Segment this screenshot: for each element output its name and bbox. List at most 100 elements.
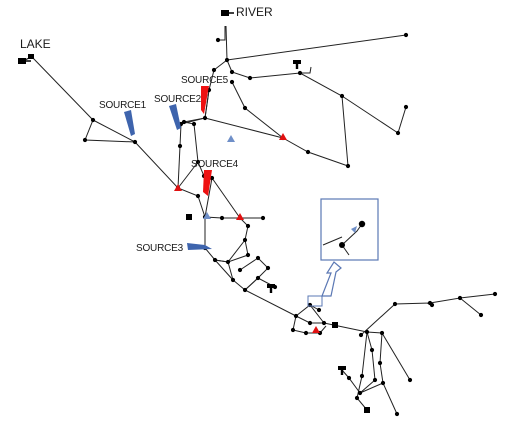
pipe-1 <box>31 56 263 219</box>
junction-node-72 <box>478 312 484 318</box>
junction-node-47 <box>293 313 299 319</box>
source2-marker-icon <box>169 104 181 130</box>
junction-node-23 <box>242 105 248 111</box>
junction-node-68 <box>358 332 364 338</box>
pipe-30 <box>360 297 482 336</box>
tank-icon-mid-stem <box>269 288 273 293</box>
junction-node-18 <box>297 70 303 76</box>
pump-icon-3 <box>364 407 370 413</box>
junction-node-28 <box>177 143 183 149</box>
inset-frame <box>320 198 379 261</box>
special-symbols-layer <box>18 10 370 413</box>
reservoir-icon-river-body <box>221 10 229 16</box>
junction-node-1 <box>90 117 96 123</box>
junction-node-26 <box>345 163 351 169</box>
junction-node-66 <box>354 395 360 401</box>
junction-node-50 <box>290 327 296 333</box>
junction-node-41 <box>242 287 248 293</box>
valve-triangle-icon-6 <box>203 212 211 219</box>
junction-node-60 <box>357 390 363 396</box>
pipe-6 <box>226 34 407 61</box>
tank-icon-south-stem <box>340 370 344 375</box>
pipe-29 <box>356 331 368 411</box>
tank-icon-mid <box>267 284 275 293</box>
pipe-27 <box>379 332 384 384</box>
junction-node-15 <box>403 32 409 38</box>
valve-triangle-icon-2 <box>236 213 244 220</box>
pipe-31 <box>459 293 496 299</box>
junction-node-46 <box>265 265 271 271</box>
junction-node-45 <box>255 255 261 261</box>
junction-node-14 <box>202 115 208 121</box>
junction-node-35 <box>212 257 218 263</box>
junction-node-42 <box>255 275 261 281</box>
junction-node-38 <box>242 237 248 243</box>
pipe-12 <box>204 117 284 139</box>
junction-node-65 <box>359 373 365 379</box>
tank-icon-north-stem <box>295 64 299 69</box>
inset-pipe-1 <box>322 236 343 246</box>
inset-valve-icon <box>351 226 357 233</box>
source2-label: SOURCE2 <box>154 94 202 105</box>
junction-node-10 <box>215 37 221 43</box>
source5-marker-icon <box>201 86 209 114</box>
valve-triangle-icon-1 <box>174 184 182 191</box>
pump-icon-2 <box>332 322 338 328</box>
junction-node-63 <box>377 360 383 366</box>
pipe-3 <box>218 26 226 41</box>
pipe-4 <box>225 25 228 61</box>
pipe-23 <box>295 304 325 324</box>
junction-node-39 <box>245 223 251 229</box>
reservoir-icon-river <box>221 10 234 16</box>
junction-node-30 <box>191 121 197 127</box>
pipe-16 <box>204 217 249 263</box>
pipe-14 <box>177 161 199 189</box>
reservoir-icon-lake-end <box>28 54 34 59</box>
junction-node-21 <box>403 104 409 110</box>
pipe-20 <box>239 257 269 291</box>
junction-node-37 <box>245 252 251 258</box>
pipe-15 <box>211 177 241 219</box>
pipe-9 <box>231 81 349 167</box>
junction-node-69 <box>392 301 398 307</box>
junction-node-58 <box>369 347 375 353</box>
source4-marker-icon <box>203 170 212 196</box>
junction-node-11 <box>224 57 230 63</box>
valve-triangle-icon-3 <box>279 133 287 140</box>
junction-node-64 <box>346 375 352 381</box>
junction-node-29 <box>181 119 187 125</box>
junction-node-40 <box>230 277 236 283</box>
valve-triangle-icon-5 <box>227 135 235 142</box>
junction-node-7 <box>219 215 225 221</box>
source3-marker-icon <box>187 243 212 250</box>
junction-node-20 <box>395 130 401 136</box>
junction-node-16 <box>229 69 235 75</box>
pipe-26 <box>359 331 398 415</box>
junction-node-33 <box>209 175 215 181</box>
inset-node-2 <box>358 220 366 228</box>
junction-node-56 <box>379 330 385 336</box>
junction-node-2 <box>82 137 88 143</box>
river-label: RIVER <box>236 5 273 19</box>
pipe-25 <box>323 322 411 381</box>
junction-node-3 <box>132 139 138 145</box>
tank-icon-north-top <box>293 60 301 64</box>
pipe-7 <box>226 59 407 134</box>
junction-node-5 <box>195 193 201 199</box>
junction-node-31 <box>195 159 201 165</box>
junction-node-44 <box>237 267 243 273</box>
source3-label: SOURCE3 <box>136 243 184 254</box>
junction-node-59 <box>372 377 378 383</box>
junction-node-9 <box>260 215 266 221</box>
source1-label: SOURCE1 <box>99 100 147 111</box>
inset-node-1 <box>339 242 345 248</box>
source5-label: SOURCE5 <box>181 75 229 86</box>
junction-node-51 <box>303 330 309 336</box>
tank-icon-mid-top <box>267 284 275 288</box>
lake-label: LAKE <box>20 37 51 51</box>
tank-icon-north <box>293 60 301 69</box>
source1-marker-icon <box>124 110 135 136</box>
junction-nodes-layer <box>82 32 498 417</box>
zoom-inset <box>307 198 379 307</box>
